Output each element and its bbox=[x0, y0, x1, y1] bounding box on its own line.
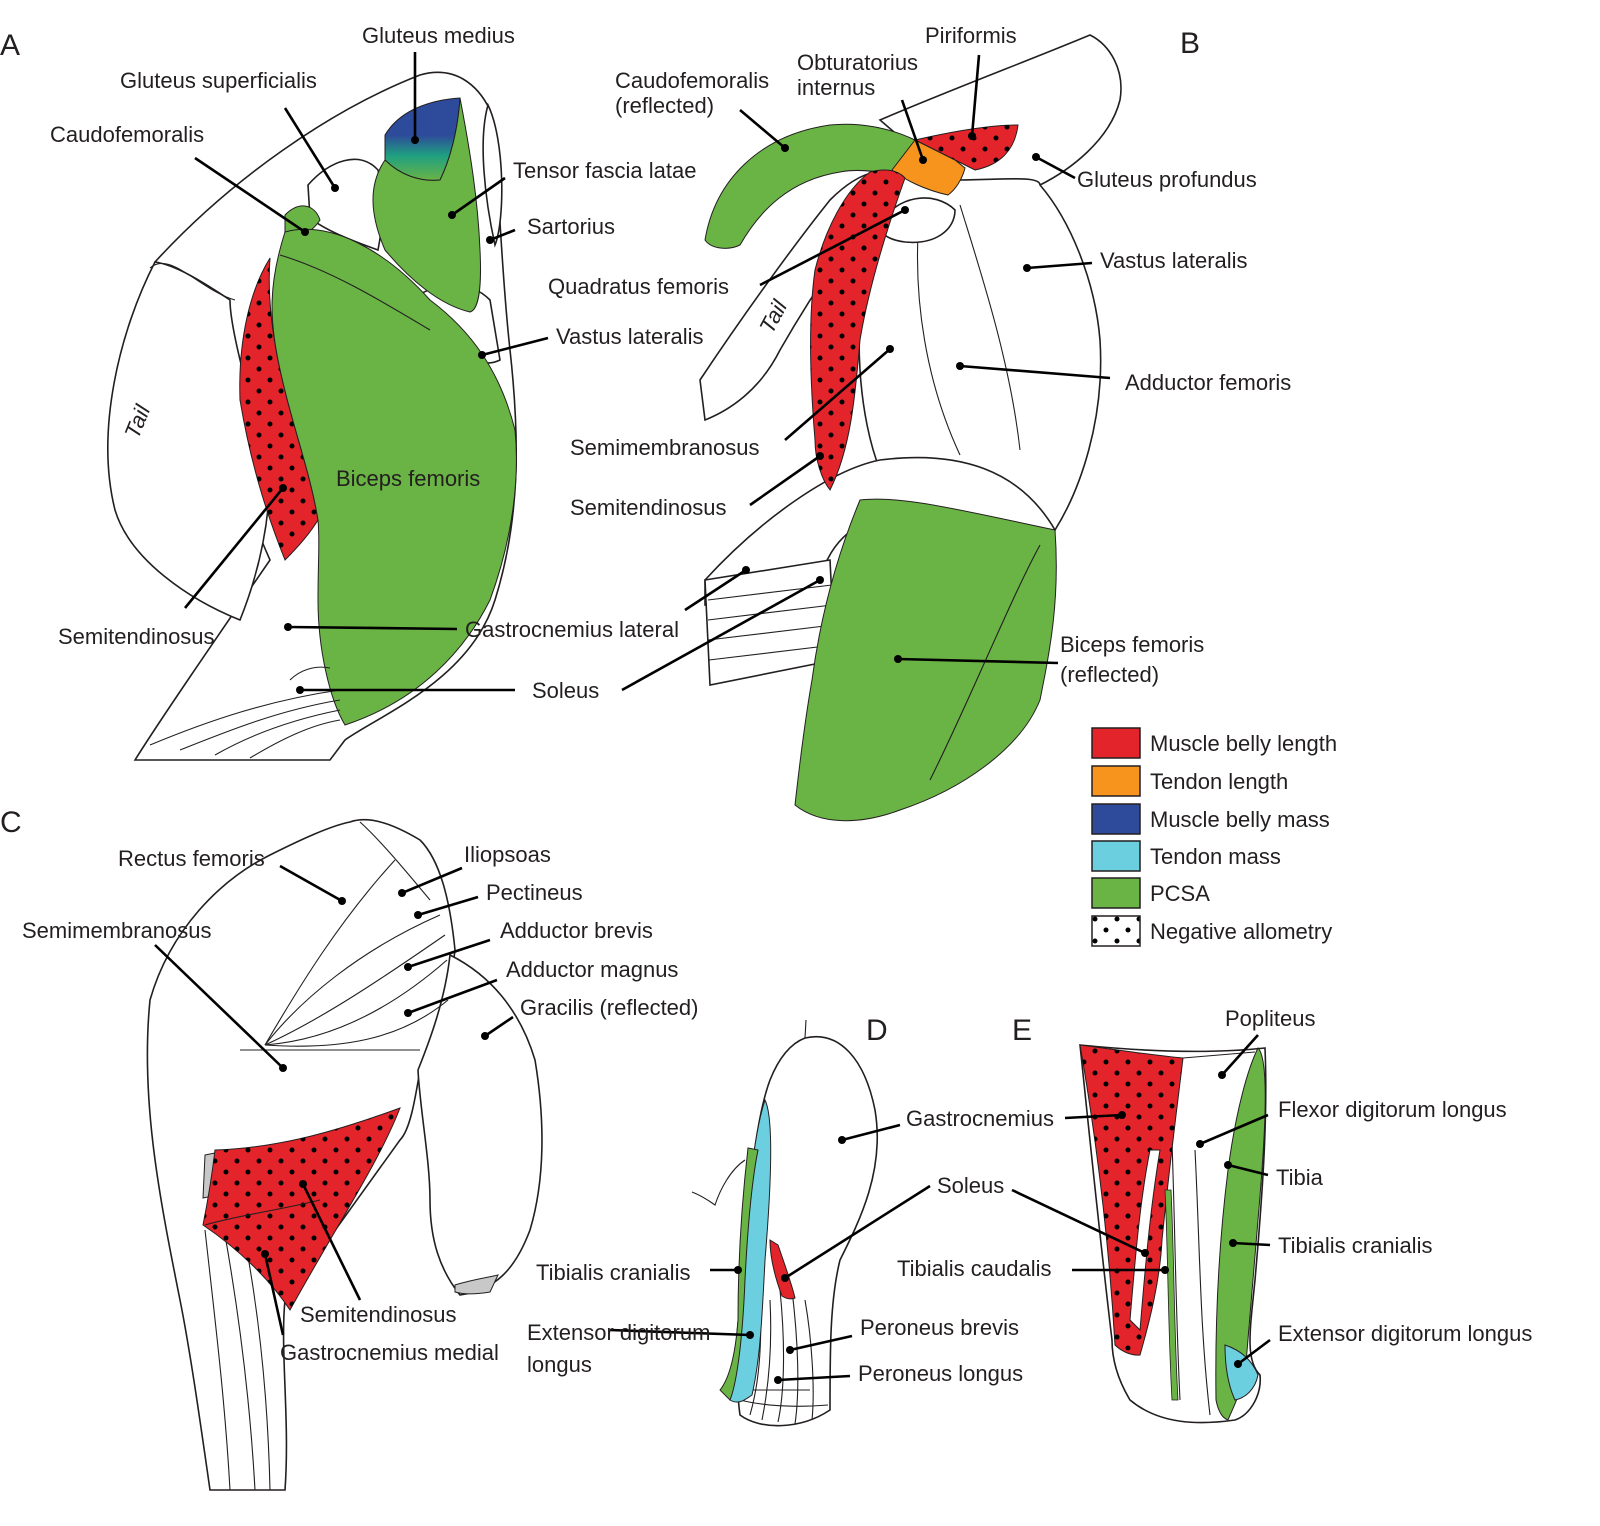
label-extensor-d-1: Extensor digitorum bbox=[527, 1320, 710, 1345]
panel-c: C Rectus femoris Iliopsoas Pectineus Sem… bbox=[0, 806, 698, 1491]
label-extensor-digitorum-longus-e: Extensor digitorum longus bbox=[1278, 1321, 1532, 1346]
legend-label-muscle-belly-length: Muscle belly length bbox=[1150, 731, 1337, 756]
label-adductor-femoris: Adductor femoris bbox=[1125, 370, 1291, 395]
label-soleus-a: Soleus bbox=[532, 678, 599, 703]
label-gluteus-medius: Gluteus medius bbox=[362, 23, 515, 48]
tibialis-cranialis-e-shape bbox=[1215, 1047, 1266, 1421]
legend-swatch-pcsa bbox=[1091, 877, 1141, 909]
label-gracilis: Gracilis (reflected) bbox=[520, 995, 698, 1020]
panel-a: A Gluteus medius Gluteus superficialis C… bbox=[0, 23, 704, 761]
label-semimembranosus-b: Semimembranosus bbox=[570, 435, 760, 460]
label-piriformis: Piriformis bbox=[925, 23, 1017, 48]
label-obturatorius-2: internus bbox=[797, 75, 875, 100]
soleus-d-shape bbox=[769, 1239, 796, 1300]
label-tibia: Tibia bbox=[1276, 1165, 1324, 1190]
label-biceps-femoris-b-2: (reflected) bbox=[1060, 662, 1159, 687]
legend-label-pcsa: PCSA bbox=[1150, 881, 1210, 906]
label-vastus-lateralis-b: Vastus lateralis bbox=[1100, 248, 1248, 273]
panel-d: D Gastrocnemius Soleus Tibialis craniali… bbox=[527, 1014, 1054, 1427]
label-semimembranosus-c: Semimembranosus bbox=[22, 918, 212, 943]
label-obturatorius-1: Obturatorius bbox=[797, 50, 918, 75]
label-tibialis-cranialis-d: Tibialis cranialis bbox=[536, 1260, 690, 1285]
label-adductor-brevis: Adductor brevis bbox=[500, 918, 653, 943]
label-pectineus: Pectineus bbox=[486, 880, 583, 905]
panel-d-letter: D bbox=[866, 1014, 888, 1047]
label-iliopsoas: Iliopsoas bbox=[464, 842, 551, 867]
tensor-fascia-latae-shape bbox=[372, 97, 481, 313]
label-semitendinosus-b: Semitendinosus bbox=[570, 495, 727, 520]
panel-e: E Popliteus Flexor digitorum longus Tibi… bbox=[897, 1006, 1532, 1424]
legend-label-tendon-mass: Tendon mass bbox=[1150, 844, 1281, 869]
label-gluteus-superficialis: Gluteus superficialis bbox=[120, 68, 317, 93]
legend-label-muscle-belly-mass: Muscle belly mass bbox=[1150, 807, 1330, 832]
label-flexor-digitorum-longus: Flexor digitorum longus bbox=[1278, 1097, 1507, 1122]
legend-swatch-muscle-belly-mass bbox=[1091, 803, 1141, 835]
legend-swatch-muscle-belly-length bbox=[1091, 727, 1141, 759]
label-popliteus: Popliteus bbox=[1225, 1006, 1316, 1031]
label-tibialis-caudalis: Tibialis caudalis bbox=[897, 1256, 1051, 1281]
label-caudofemoralis: Caudofemoralis bbox=[50, 122, 204, 147]
label-extensor-d-2: longus bbox=[527, 1352, 592, 1377]
panel-c-letter: C bbox=[0, 806, 22, 839]
label-peroneus-longus: Peroneus longus bbox=[858, 1361, 1023, 1386]
legend: Muscle belly length Tendon length Muscle… bbox=[1091, 727, 1337, 947]
label-biceps-femoris-b-1: Biceps femoris bbox=[1060, 632, 1204, 657]
label-semitendinosus-a: Semitendinosus bbox=[58, 624, 215, 649]
label-tibialis-cranialis-e: Tibialis cranialis bbox=[1278, 1233, 1432, 1258]
label-sartorius: Sartorius bbox=[527, 214, 615, 239]
panel-b-letter: B bbox=[1180, 27, 1200, 60]
panel-e-letter: E bbox=[1012, 1014, 1032, 1047]
label-vastus-lateralis-a: Vastus lateralis bbox=[556, 324, 704, 349]
tibialis-cranialis-d-shape bbox=[719, 1147, 759, 1401]
label-gastrocnemius-lateral: Gastrocnemius lateral bbox=[465, 617, 679, 642]
panel-b: B Caudofemoralis (reflected) Obturatoriu… bbox=[548, 23, 1291, 822]
label-peroneus-brevis: Peroneus brevis bbox=[860, 1315, 1019, 1340]
label-biceps-femoris-a: Biceps femoris bbox=[336, 466, 480, 491]
label-quadratus-femoris: Quadratus femoris bbox=[548, 274, 729, 299]
label-caudofemoralis-b-1: Caudofemoralis bbox=[615, 68, 769, 93]
label-soleus-d: Soleus bbox=[937, 1173, 1004, 1198]
legend-swatch-tendon-length bbox=[1091, 765, 1141, 797]
panel-a-tail bbox=[107, 261, 271, 622]
label-tensor-fascia-latae: Tensor fascia latae bbox=[513, 158, 696, 183]
legend-label-tendon-length: Tendon length bbox=[1150, 769, 1288, 794]
biceps-femoris-a-shape bbox=[271, 228, 517, 726]
label-adductor-magnus: Adductor magnus bbox=[506, 957, 678, 982]
label-caudofemoralis-b-2: (reflected) bbox=[615, 93, 714, 118]
legend-swatch-negative-allometry bbox=[1091, 915, 1141, 947]
legend-swatch-tendon-mass bbox=[1091, 840, 1141, 872]
label-gluteus-profundus: Gluteus profundus bbox=[1077, 167, 1257, 192]
label-semitendinosus-c: Semitendinosus bbox=[300, 1302, 457, 1327]
label-gastrocnemius-d: Gastrocnemius bbox=[906, 1106, 1054, 1131]
panel-a-letter: A bbox=[0, 29, 20, 62]
label-gastrocnemius-medial: Gastrocnemius medial bbox=[280, 1340, 499, 1365]
legend-label-negative-allometry: Negative allometry bbox=[1150, 919, 1332, 944]
label-rectus-femoris: Rectus femoris bbox=[118, 846, 265, 871]
